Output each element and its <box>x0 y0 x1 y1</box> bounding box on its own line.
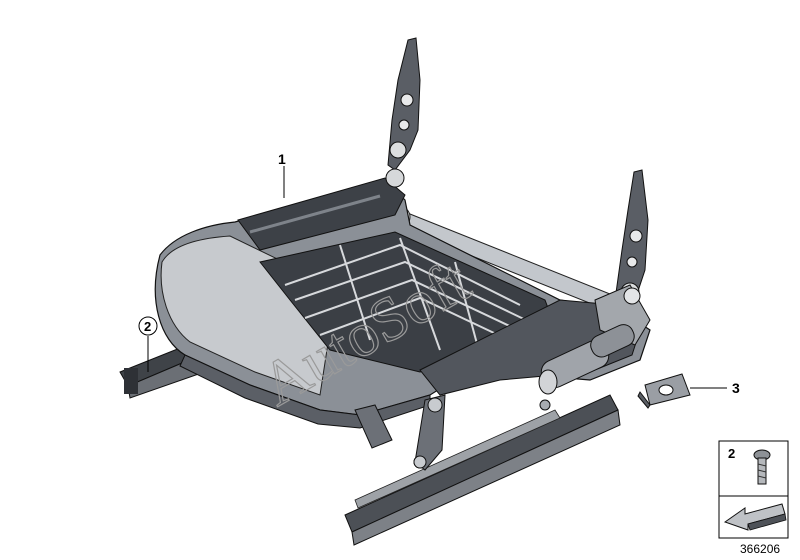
svg-text:1: 1 <box>278 151 286 167</box>
svg-text:2: 2 <box>144 319 151 334</box>
screw-icon <box>753 449 771 485</box>
diagram-number: 366206 <box>740 542 780 556</box>
svg-text:2: 2 <box>728 446 735 461</box>
svg-text:3: 3 <box>732 380 740 396</box>
adjustment-motor <box>538 324 635 395</box>
front-link <box>354 394 446 471</box>
backrest-hinge-plate-left <box>387 37 421 171</box>
callout-2: 2 <box>138 316 158 336</box>
seat-pan-frame <box>154 168 651 429</box>
rail-clip-part <box>637 373 691 409</box>
callout-1: 1 <box>278 151 286 167</box>
callout-leaders <box>147 166 727 389</box>
callout-3: 3 <box>732 380 740 396</box>
arrow-icon <box>723 503 787 531</box>
legend-box: 2 <box>718 440 789 539</box>
